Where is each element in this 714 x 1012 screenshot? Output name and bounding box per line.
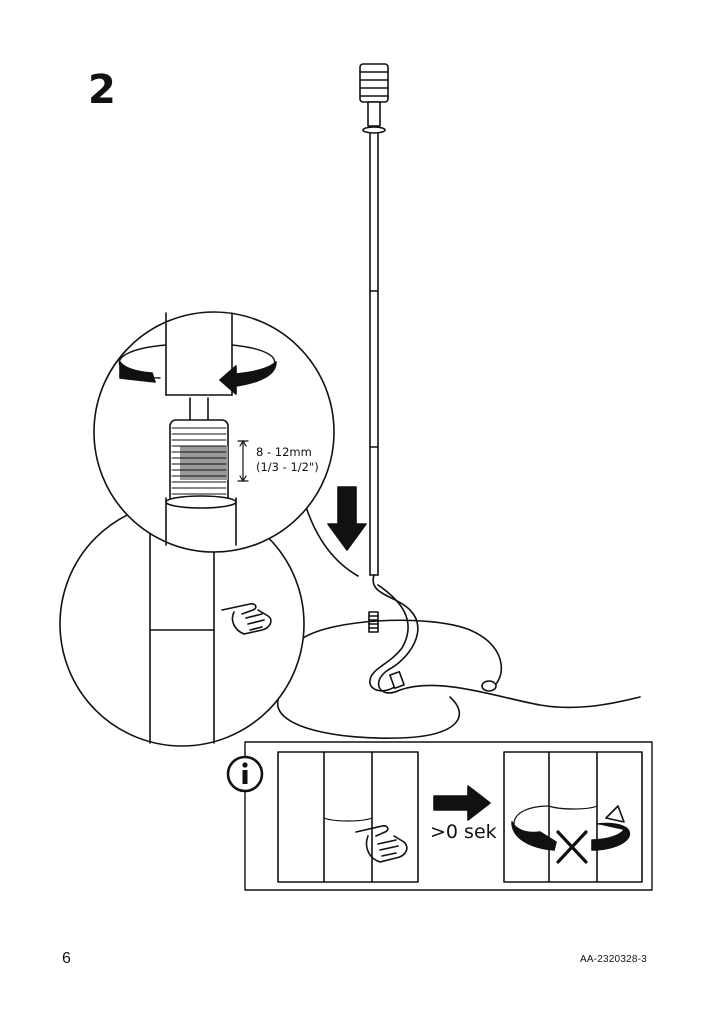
pointing-hand-icon — [221, 603, 272, 635]
page-number: 6 — [62, 950, 71, 967]
info-icon — [226, 755, 264, 793]
lamp-cable — [372, 574, 641, 709]
panel-wait — [277, 751, 419, 883]
cross-icon — [556, 830, 588, 864]
thread-length-metric: 8 - 12mm — [256, 445, 312, 459]
dimension-marker — [237, 440, 249, 482]
lamp-pole — [369, 133, 379, 576]
pointing-hand-icon — [355, 825, 408, 863]
rotate-arrow-icon — [511, 805, 631, 851]
document-code: AA-2320328-3 — [580, 954, 647, 965]
arrow-down-icon — [327, 486, 367, 551]
step-number: 2 — [88, 67, 116, 113]
panel-no-rotate — [503, 751, 643, 883]
thread-shaded-area — [180, 446, 228, 480]
wait-time-label: >0 sek — [430, 821, 497, 843]
arrow-right-icon — [433, 785, 491, 821]
thread-length-imperial: (1/3 - 1/2") — [256, 460, 319, 474]
lamp-stand — [276, 63, 641, 740]
thread-detail-circle: 8 - 12mm (1/3 - 1/2") — [93, 311, 335, 553]
info-box: >0 sek — [226, 741, 653, 891]
lamp-socket — [359, 63, 389, 134]
lamp-base — [299, 619, 503, 691]
rotate-arrow-icon — [118, 344, 277, 395]
